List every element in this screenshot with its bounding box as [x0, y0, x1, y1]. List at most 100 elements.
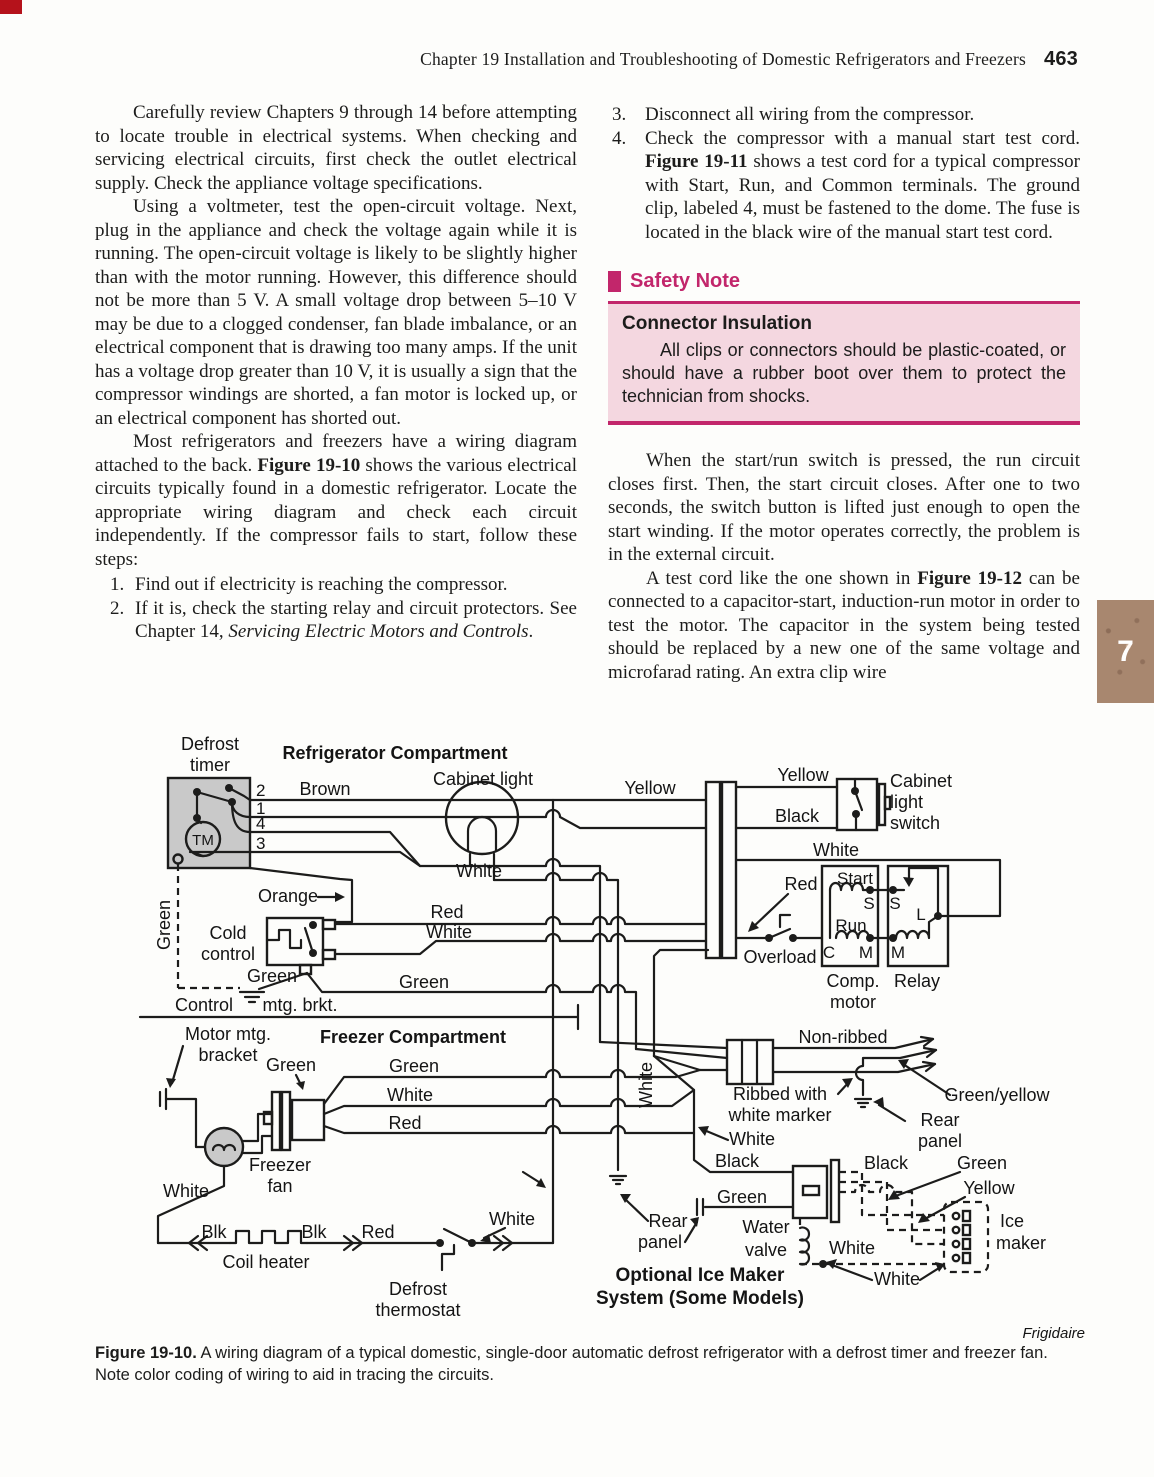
diagram-label: mtg. brkt.	[262, 995, 337, 1015]
diagram-label: Comp.	[826, 971, 879, 991]
compressor-motor	[820, 864, 895, 968]
diagram-label: Green	[957, 1153, 1007, 1173]
diagram-label: Refrigerator Compartment	[282, 743, 507, 763]
safety-note-body: All clips or connectors should be plasti…	[622, 340, 1066, 406]
diagram-label: Blk	[301, 1222, 327, 1242]
diagram-label: Blk	[201, 1222, 227, 1242]
diagram-label: timer	[190, 755, 230, 775]
right-column: 3. Disconnect all wiring from the compres…	[608, 101, 1080, 684]
diagram-label: fan	[267, 1176, 292, 1196]
chapter-tab[interactable]: 7	[1097, 600, 1154, 703]
list-item-text: Disconnect all wiring from the compresso…	[645, 104, 975, 125]
chapter-tab-texture	[1097, 600, 1154, 703]
diagram-label: Black	[775, 806, 820, 826]
diagram-label: Red	[784, 874, 817, 894]
diagram-label: White	[387, 1085, 433, 1105]
safety-note-title: Connector Insulation	[622, 312, 812, 334]
defrost-thermostat	[436, 1170, 546, 1272]
diagram-label: Green	[389, 1056, 439, 1076]
figure-caption-label: Figure 19-10.	[95, 1344, 197, 1362]
diagram-label: Yellow	[624, 778, 676, 798]
safety-note-section: Safety Note Connector Insulation All cli…	[608, 270, 1080, 425]
diagram-label: M	[859, 943, 873, 962]
list-item-number: 3.	[612, 104, 627, 125]
diagram-label: Water	[742, 1217, 789, 1237]
diagram-label: bracket	[198, 1045, 257, 1065]
safety-note-header: Safety Note	[608, 270, 1080, 294]
diagram-label: Rear	[920, 1110, 959, 1130]
diagram-label: S	[863, 894, 874, 913]
list-item-text: Check the compressor with a manual start…	[645, 127, 1080, 243]
safety-note-box: Connector Insulation All clips or connec…	[608, 300, 1080, 425]
diagram-label: Green	[399, 972, 449, 992]
list-item: 4. Check the compressor with a manual sta…	[608, 127, 1080, 245]
diagram-label: TM	[192, 832, 214, 849]
diagram-label: Defrost	[389, 1279, 447, 1299]
chapter-tab-number: 7	[1117, 635, 1134, 669]
safety-note-label: Safety Note	[630, 270, 741, 292]
diagram-label: switch	[890, 813, 940, 833]
diagram-label: Ice	[1000, 1211, 1024, 1231]
leader-arrows	[316, 892, 967, 1282]
list-item-number: 1.	[110, 574, 125, 595]
diagram-label: Green	[154, 900, 174, 950]
diagram-label: 3	[256, 834, 265, 853]
diagram-label: Motor mtg.	[185, 1024, 271, 1044]
wires	[138, 785, 1002, 1245]
diagram-label: Green/yellow	[944, 1085, 1050, 1105]
diagram-label: Start	[837, 869, 873, 888]
cabinet-light	[444, 780, 520, 856]
overload-switch	[748, 892, 797, 942]
diagram-label: 4	[256, 814, 265, 833]
diagram-label: maker	[996, 1233, 1046, 1253]
running-head-text: Chapter 19 Installation and Troubleshoot…	[420, 49, 1027, 69]
diagram-label: motor	[830, 992, 876, 1012]
diagram-label: panel	[638, 1232, 682, 1252]
list-item-number: 4.	[612, 127, 627, 149]
list-item-text: If it is, check the starting relay and c…	[135, 597, 577, 643]
diagram-label: Overload	[743, 947, 816, 967]
left-column: Carefully review Chapters 9 through 14 b…	[95, 101, 577, 644]
diagram-label: Green	[247, 966, 297, 986]
diagram-label: white marker	[727, 1105, 831, 1125]
diagram-label: S	[889, 894, 900, 913]
diagram-label: Black	[864, 1153, 909, 1173]
diagram-label: White	[874, 1269, 920, 1289]
paragraph: When the start/run switch is pressed, th…	[608, 450, 1080, 565]
list-item: 1. Find out if electricity is reaching th…	[95, 573, 577, 597]
diagram-label: Optional Ice Maker	[616, 1265, 786, 1286]
figure-caption: Figure 19-10. A wiring diagram of a typi…	[95, 1342, 1080, 1386]
paragraph: Carefully review Chapters 9 through 14 b…	[95, 102, 577, 194]
list-item-number: 2.	[110, 597, 125, 619]
paragraph: Using a voltmeter, test the open-circuit…	[95, 196, 577, 429]
numbered-list: 1. Find out if electricity is reaching th…	[95, 573, 577, 644]
defrost-timer	[166, 776, 252, 870]
ice-maker-circuit	[800, 1170, 944, 1268]
diagram-label: White	[456, 861, 502, 881]
diagram-label: Cold	[209, 923, 246, 943]
diagram-label: panel	[918, 1131, 962, 1151]
list-item: 3. Disconnect all wiring from the compres…	[608, 103, 1080, 127]
diagram-label: L	[916, 905, 925, 924]
diagram-label: White	[813, 840, 859, 860]
rear-panel-grounds	[608, 1174, 705, 1217]
diagram-label: White	[829, 1238, 875, 1258]
list-item-text: Find out if electricity is reaching the …	[135, 574, 508, 595]
page-number: 463	[1044, 48, 1078, 70]
diagram-label: thermostat	[375, 1300, 460, 1320]
diagram-label: Orange	[258, 886, 318, 906]
diagram-label: 1	[256, 799, 265, 818]
diagram-label: Frigidaire	[1022, 1325, 1085, 1342]
diagram-label: White	[729, 1129, 775, 1149]
ice-maker	[942, 1200, 990, 1274]
diagram-label: Control	[175, 995, 233, 1015]
numbered-list: 3. Disconnect all wiring from the compres…	[608, 103, 1080, 244]
diagram-label: Yellow	[963, 1178, 1015, 1198]
diagram-label: Ribbed with	[733, 1084, 827, 1104]
diagram-label: System (Some Models)	[596, 1288, 804, 1309]
diagram-label: Red	[430, 902, 463, 922]
paragraph: A test cord like the one shown in Figure…	[608, 567, 1080, 683]
relay	[886, 864, 950, 968]
